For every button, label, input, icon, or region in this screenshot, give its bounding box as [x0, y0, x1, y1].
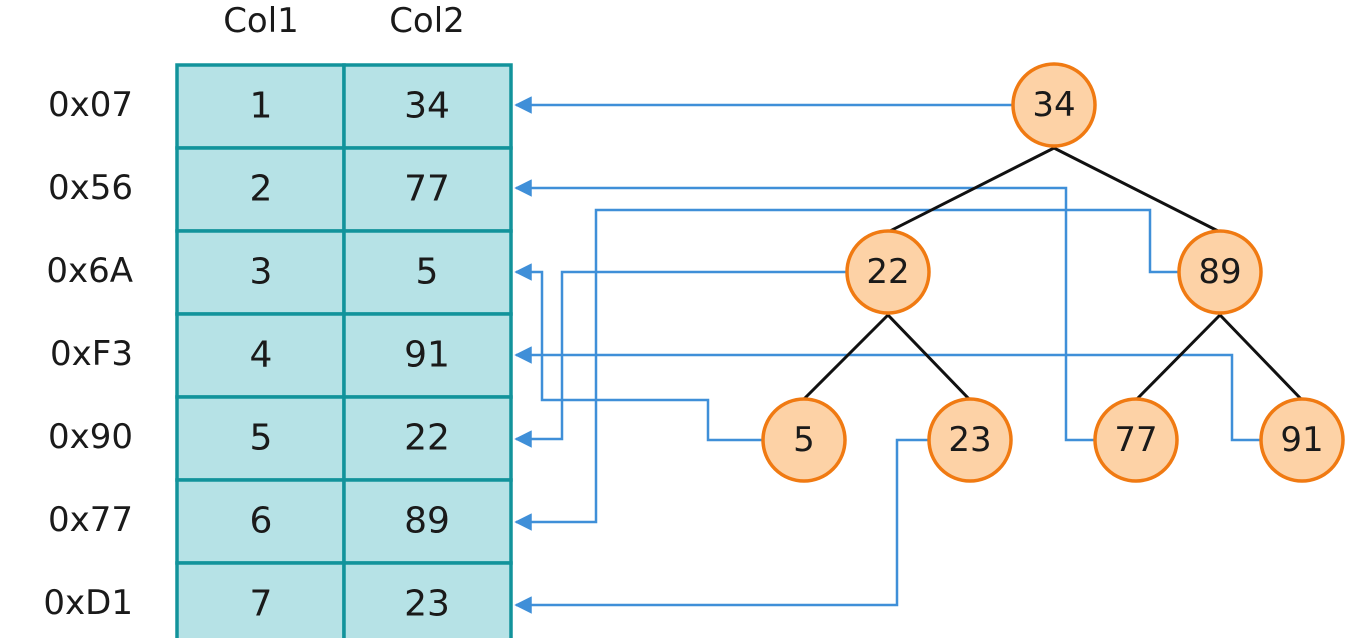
- tree-node-label: 23: [948, 420, 991, 460]
- table-row: 0x77 6 89: [48, 478, 513, 565]
- tree-edge-34-22: [887, 146, 1055, 234]
- col1-value: 2: [250, 169, 273, 210]
- pointer-22-to-row-5: [514, 270, 848, 448]
- tree-edge-22-23: [886, 313, 972, 402]
- pointer-23-to-row-7: [514, 438, 932, 614]
- tree-edge-89-77: [1134, 313, 1222, 402]
- tree-node: 23: [927, 397, 1013, 483]
- row-address: 0x07: [48, 85, 133, 125]
- col2-value: 23: [404, 584, 450, 625]
- col2-value: 89: [404, 501, 450, 542]
- table-row: 0x07 1 34: [48, 63, 513, 150]
- col1-value: 3: [250, 252, 273, 293]
- row-address: 0x56: [48, 168, 133, 208]
- row-address: 0x77: [48, 500, 133, 540]
- col2-cell: [342, 312, 513, 399]
- column-header-col2: Col2: [389, 1, 465, 41]
- tree-node: 89: [1177, 229, 1263, 315]
- col1-value: 7: [250, 584, 273, 625]
- col2-cell: [342, 561, 513, 638]
- table-row: 0x6A 3 5: [46, 229, 513, 316]
- table-row: 0x90 5 22: [48, 395, 513, 482]
- tree-node: 91: [1259, 397, 1345, 483]
- tree-node-label: 5: [793, 420, 815, 460]
- col1-value: 5: [250, 418, 273, 459]
- pointer-89-to-row-6: [514, 208, 1180, 531]
- table-row: 0xF3 4 91: [50, 312, 513, 399]
- pointer-91-to-row-4: [514, 346, 1263, 442]
- tree-node: 34: [1011, 62, 1097, 148]
- col2-value: 22: [404, 418, 450, 459]
- tree-node: 22: [845, 229, 931, 315]
- tree-edge-22-5: [801, 313, 890, 402]
- col2-value: 5: [416, 252, 439, 293]
- col2-cell: [342, 478, 513, 565]
- row-address: 0x90: [48, 417, 133, 457]
- pointer-77-to-row-2: [514, 179, 1097, 442]
- col2-cell: [342, 395, 513, 482]
- row-address: 0xF3: [50, 334, 133, 374]
- col2-value: 34: [404, 86, 450, 127]
- table-row: 0xD1 7 23: [43, 561, 513, 638]
- pointer-5-to-row-3: [514, 263, 764, 442]
- tree-node: 5: [761, 397, 847, 483]
- col2-value: 77: [404, 169, 450, 210]
- tree-edge-34-89: [1053, 146, 1221, 234]
- row-address: 0xD1: [43, 583, 133, 623]
- tree-node-label: 34: [1032, 85, 1075, 125]
- col1-cell: [175, 63, 346, 150]
- tree-edge-89-91: [1218, 313, 1304, 402]
- tree-node: 77: [1093, 397, 1179, 483]
- col1-value: 4: [250, 335, 273, 376]
- row-address: 0x6A: [46, 251, 133, 291]
- col2-value: 91: [404, 335, 450, 376]
- col2-cell: [342, 229, 513, 316]
- tree-node-label: 77: [1114, 420, 1157, 460]
- col2-cell: [342, 63, 513, 150]
- table-row: 0x56 2 77: [48, 146, 513, 233]
- col2-cell: [342, 146, 513, 233]
- col1-value: 6: [250, 501, 273, 542]
- pointer-lines: [514, 96, 1263, 614]
- column-header-col1: Col1: [223, 1, 299, 41]
- tree-edges: [801, 146, 1304, 402]
- tree-node-label: 89: [1198, 252, 1241, 292]
- col1-value: 1: [250, 86, 273, 127]
- tree-node-label: 91: [1280, 420, 1323, 460]
- tree-node-label: 22: [866, 252, 909, 292]
